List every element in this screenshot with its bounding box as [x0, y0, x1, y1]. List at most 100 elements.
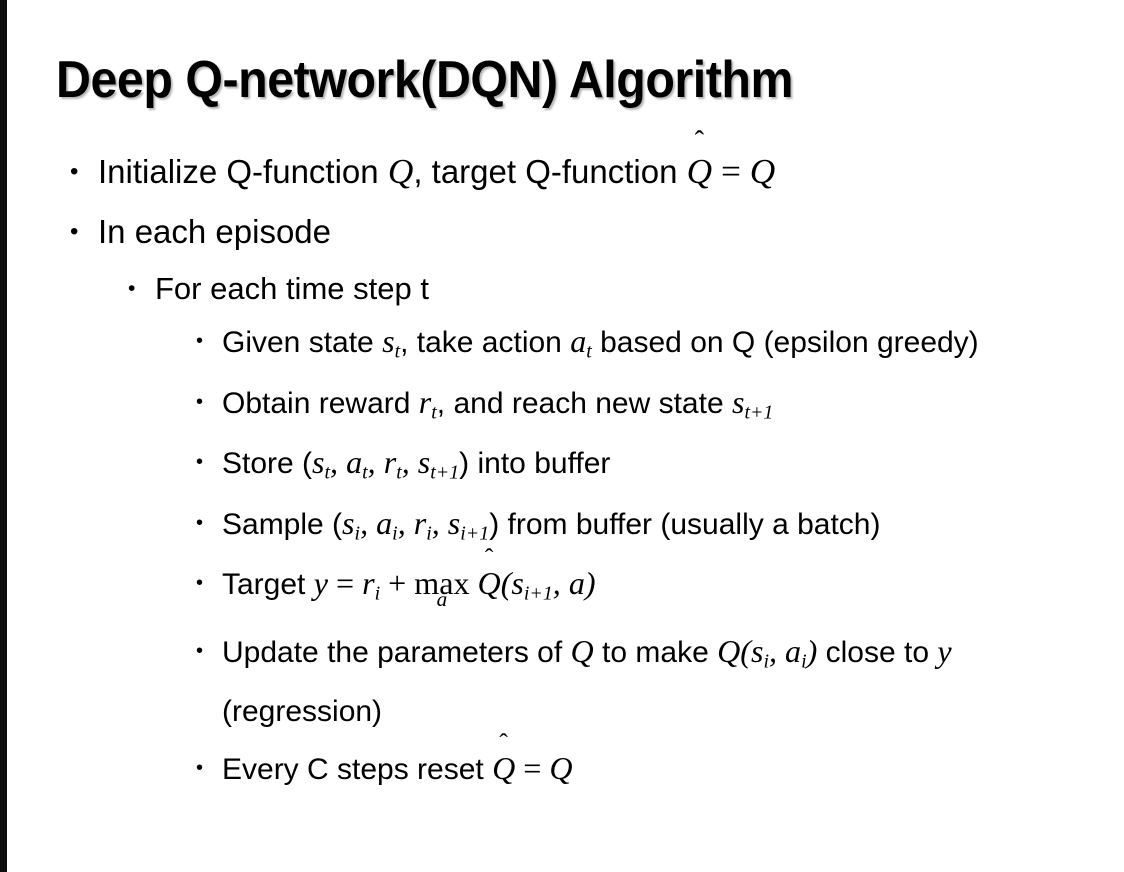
subscript-t: t — [431, 401, 437, 424]
r-glyph: r — [362, 565, 375, 602]
max-label: max — [414, 565, 470, 602]
math-y: y — [937, 633, 952, 670]
left-edge-band — [0, 0, 7, 872]
r-glyph: r — [383, 444, 397, 481]
q-hat-symbol: ̂Q — [492, 743, 515, 793]
subscript-i-plus-1: i+1 — [523, 582, 553, 605]
page-title: Deep Q-network(DQN) Algorithm — [56, 51, 793, 109]
text-segment: Given state — [222, 326, 383, 359]
comma: , — [552, 565, 569, 602]
math-s-t-plus-1: st+1 — [731, 383, 774, 424]
bullet-given-state: • Given state st, take action at based o… — [0, 316, 1124, 377]
bullet-obtain-reward: • Obtain reward rt, and reach new state … — [0, 377, 1124, 438]
text-segment: based on Q (epsilon greedy) — [591, 326, 979, 359]
q-hat-symbol: ̂Q — [687, 142, 713, 202]
bullet-marker-icon: • — [196, 756, 204, 779]
subscript-i-plus-1: i+1 — [460, 522, 490, 545]
bullet-marker-icon: • — [196, 451, 204, 474]
q-glyph: Q — [717, 633, 741, 670]
text-segment: (regression) — [222, 694, 383, 728]
subscript-i: i — [801, 650, 807, 673]
a-glyph: a — [346, 444, 363, 481]
comma: , — [431, 504, 448, 541]
comma: , — [397, 504, 414, 541]
text-segment: Store ( — [222, 447, 313, 481]
text-segment: ) into buffer — [459, 447, 611, 481]
bullet-update-text: Update the parameters of Q to make Q(si,… — [222, 626, 1100, 737]
comma: , — [401, 444, 418, 481]
equals-sign: = — [327, 565, 363, 602]
equals-sign: = — [712, 152, 750, 191]
s-glyph: s — [511, 565, 524, 602]
subscript-i: i — [354, 522, 361, 545]
q-hat-symbol: ̂Q — [478, 558, 501, 608]
text-segment: , and reach new state — [436, 386, 732, 420]
bullet-marker-icon: • — [70, 218, 79, 245]
plus-sign: + — [380, 565, 415, 602]
text-segment: Obtain reward — [222, 386, 419, 420]
subscript-i: i — [763, 650, 769, 673]
text-segment: , take action — [400, 326, 571, 359]
bullet-given-state-text: Given state st, take action at based on … — [222, 316, 1100, 377]
bullet-initialize: • Initialize Q-function Q, target Q-func… — [0, 142, 1124, 202]
bullet-update: • Update the parameters of Q to make Q(s… — [0, 626, 1124, 737]
subscript-t: t — [362, 461, 368, 484]
s-glyph: s — [382, 323, 395, 359]
math-q: Q — [387, 152, 414, 191]
math-q-hat-equals-q: ̂Q = Q — [492, 750, 572, 786]
q-glyph: Q — [492, 749, 516, 786]
bullet-for-each-time-step: • For each time step t — [0, 262, 1124, 316]
bullet-marker-icon: • — [70, 158, 79, 185]
bullet-sample-text: Sample (si, ai, ri, si+1) from buffer (u… — [222, 498, 1100, 559]
bullet-sample: • Sample (si, ai, ri, si+1) from buffer … — [0, 498, 1124, 559]
subscript-t: t — [394, 340, 401, 363]
text-segment: Initialize Q-function — [98, 153, 388, 190]
bullet-store: • Store (st, at, rt, st+1) into buffer — [0, 437, 1124, 498]
subscript-i: i — [426, 522, 432, 545]
s-glyph: s — [731, 383, 745, 420]
math-r-t: rt — [418, 383, 437, 424]
subscript-t-plus-1: t+1 — [430, 461, 460, 484]
subscript-t-plus-1: t+1 — [744, 401, 774, 424]
math-sample-tuple: si, ai, ri, si+1 — [342, 504, 490, 545]
bullet-marker-icon: • — [196, 330, 204, 352]
math-store-tuple: st, at, rt, st+1 — [312, 444, 459, 484]
comma: , — [330, 444, 347, 481]
math-q-of-s-a: Q(si, ai) — [717, 633, 818, 673]
max-underscript-a: a — [436, 586, 448, 611]
text-segment: Every C steps reset — [222, 752, 493, 786]
bullet-store-text: Store (st, at, rt, st+1) into buffer — [222, 437, 1100, 498]
bullet-marker-icon: • — [196, 390, 204, 413]
bullet-marker-icon: • — [196, 572, 204, 595]
text-segment: close to — [817, 636, 938, 670]
bullet-in-each-episode: • In each episode — [0, 202, 1124, 262]
comma: , — [360, 504, 377, 541]
bullet-marker-icon: • — [128, 277, 136, 300]
text-segment: to make — [593, 636, 718, 670]
subscript-t: t — [396, 461, 402, 484]
close-paren: ) — [806, 633, 818, 670]
subscript-t: t — [586, 340, 592, 363]
spacer — [470, 565, 478, 601]
a-glyph: a — [785, 633, 802, 670]
bullet-list: • Initialize Q-function Q, target Q-func… — [0, 142, 1124, 795]
subscript-t: t — [324, 461, 331, 484]
math-q-hat-equals-q: ̂Q = Q — [687, 152, 776, 191]
comma: , — [768, 633, 786, 670]
text-segment: Sample ( — [222, 507, 343, 541]
close-paren: ) — [584, 565, 596, 602]
y-glyph: y — [313, 565, 328, 602]
bullet-obtain-reward-text: Obtain reward rt, and reach new state st… — [222, 377, 1100, 438]
math-s-t: st — [382, 323, 400, 363]
text-segment: , target Q-function — [413, 153, 687, 190]
s-glyph-2: s — [447, 504, 461, 541]
r-glyph: r — [418, 383, 432, 420]
q-glyph: Q — [686, 152, 713, 191]
q-glyph-2: Q — [549, 749, 573, 786]
text-segment: Target — [222, 568, 314, 602]
a-glyph: a — [570, 323, 587, 359]
